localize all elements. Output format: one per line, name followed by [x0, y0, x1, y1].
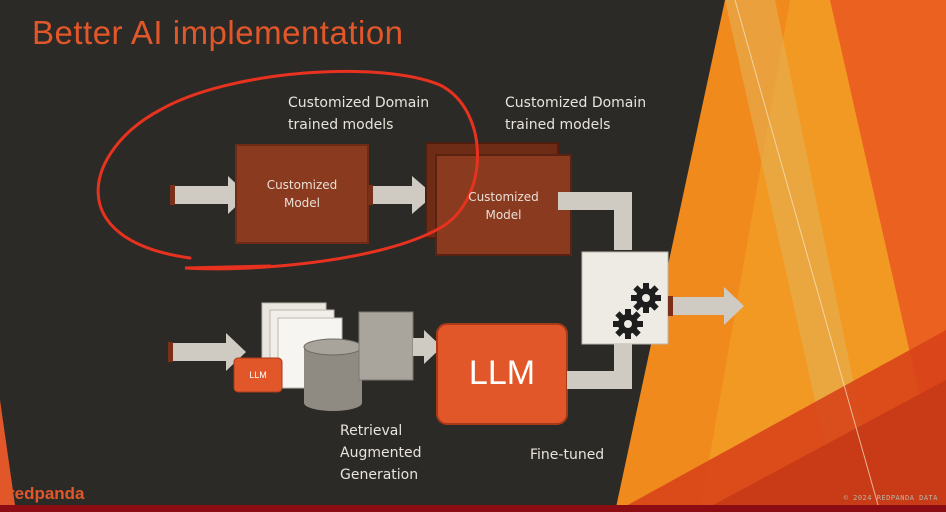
finetuned-label: Fine-tuned: [530, 447, 605, 463]
model-label-1: Customized Model: [266, 178, 338, 210]
domain-label-1: Customized Domain trained models: [288, 95, 430, 133]
rag-label: Retrieval Augmented Generation: [340, 423, 422, 483]
elbow-connector-bottom: [567, 344, 632, 389]
llm-label: LLM: [468, 354, 536, 392]
copyright-text: © 2024 REDPANDA DATA: [843, 494, 938, 502]
database-icon: [303, 338, 363, 411]
connector-arrow: [368, 176, 434, 214]
domain-label-2: Customized Domain trained models: [505, 95, 647, 133]
input-arrow-2: [168, 333, 246, 371]
page-title: Better AI implementation: [32, 14, 404, 51]
retrieval-box: [358, 311, 414, 381]
customized-model-box-1: [235, 144, 369, 244]
brand-logo: redpanda: [8, 484, 85, 503]
elbow-connector-top: [558, 192, 632, 250]
llm-small-box: [233, 357, 283, 393]
output-arrow: [668, 287, 744, 325]
input-arrow-1: [170, 176, 248, 214]
llm-small-label: LLM: [249, 370, 267, 380]
model-label-2: Customized Model: [468, 190, 539, 222]
retrieval-arrow: [413, 330, 442, 364]
gear-icon: [613, 283, 661, 339]
customized-model-box-2: [435, 154, 572, 256]
highlight-circle: [96, 69, 479, 271]
